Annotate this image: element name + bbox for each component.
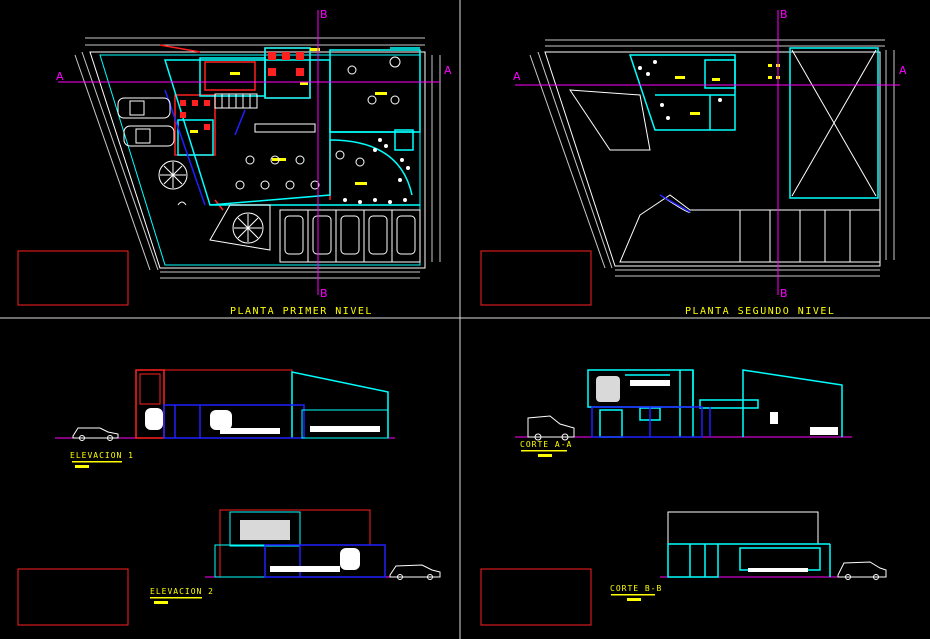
title-block-elevations [17, 568, 129, 626]
second-floor-plan: A A B B PLANTA SEGUNDO NIVEL [480, 8, 907, 317]
grid-label-a-right: A [444, 64, 452, 77]
grid-label-b-top: B [320, 8, 328, 21]
section-a-a: CORTE A-A [515, 369, 852, 457]
title-corte-b-b: CORTE B-B [610, 584, 662, 593]
grid-label-a-right-2: A [899, 64, 907, 77]
grid-label-b-top-2: B [780, 8, 788, 21]
elevation-2: ELEVACION 2 [17, 509, 441, 626]
title-elevacion-1: ELEVACION 1 [70, 451, 134, 460]
grid-label-b-bottom-2: B [780, 287, 788, 300]
title-block-second-floor [480, 250, 592, 306]
grid-label-a-left: A [56, 70, 64, 83]
title-elevacion-2: ELEVACION 2 [150, 587, 214, 596]
title-planta-segundo-nivel: PLANTA SEGUNDO NIVEL [685, 306, 835, 317]
title-planta-primer-nivel: PLANTA PRIMER NIVEL [230, 306, 373, 317]
title-corte-a-a: CORTE A-A [520, 440, 572, 449]
section-b-b: CORTE B-B [480, 511, 887, 626]
elevation-1: ELEVACION 1 [55, 369, 395, 468]
grid-label-a-left-2: A [513, 70, 521, 83]
title-block-first-floor [17, 250, 129, 306]
grid-label-b-bottom: B [320, 287, 328, 300]
first-floor-plan: A A B B PLANTA PRIMER NIVEL [17, 8, 452, 317]
title-block-sections [480, 568, 592, 626]
